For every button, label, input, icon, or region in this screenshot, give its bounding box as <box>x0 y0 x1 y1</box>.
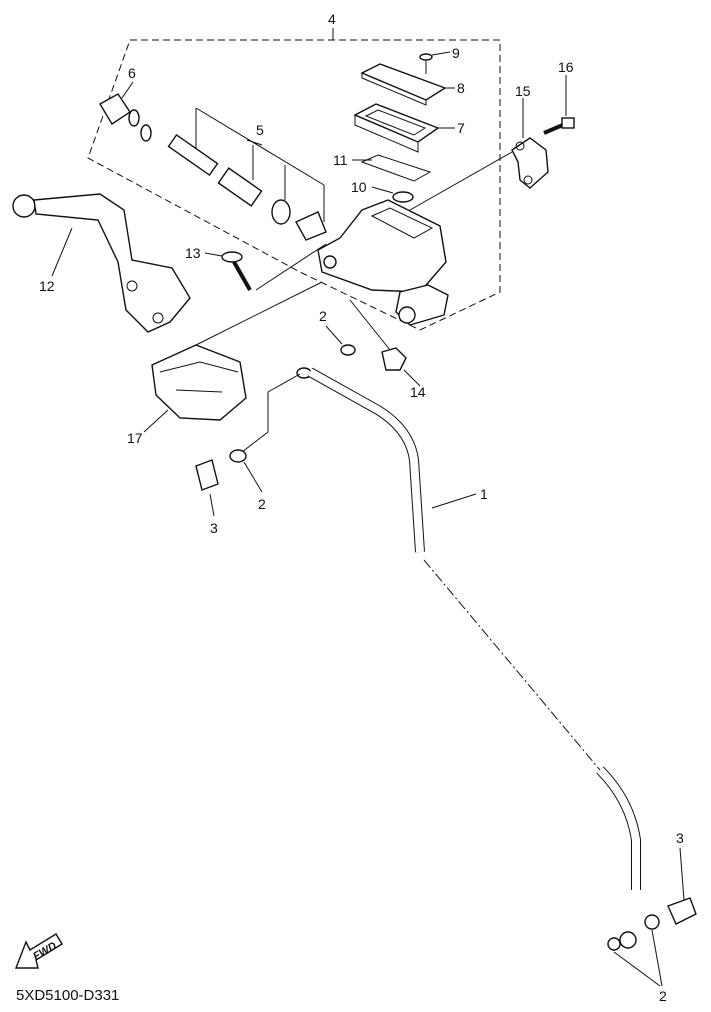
part-3-union-bolt-lower <box>667 847 697 925</box>
callout-2-middle: 2 <box>258 496 266 512</box>
part-8-cap <box>360 63 455 106</box>
callout-8: 8 <box>457 80 465 96</box>
part-6-boot <box>99 81 152 142</box>
part-7-diaphragm <box>353 103 455 153</box>
part-3-union-bolt <box>195 459 219 517</box>
part-11-plate <box>352 154 432 182</box>
callout-10: 10 <box>351 179 367 195</box>
part-15-bracket <box>409 98 549 211</box>
callout-1: 1 <box>480 486 488 502</box>
fwd-arrow-icon: FWD <box>14 933 63 969</box>
part-10-float <box>371 186 414 203</box>
part-5-piston-kit <box>167 107 327 241</box>
callout-3-left: 3 <box>210 520 218 536</box>
callout-16: 16 <box>558 59 574 75</box>
callout-2-upper: 2 <box>319 308 327 324</box>
part-17-holder <box>143 281 323 433</box>
diagram-code: 5XD5100-D331 <box>16 987 119 1004</box>
callout-12: 12 <box>39 278 55 294</box>
callout-2-lower: 2 <box>659 988 667 1004</box>
part-2-washer-upper <box>325 325 356 356</box>
callout-11: 11 <box>333 152 348 168</box>
callout-7: 7 <box>457 120 465 136</box>
part-2-washer-lower <box>229 449 263 493</box>
callout-6: 6 <box>128 65 136 81</box>
callout-3-right: 3 <box>676 830 684 846</box>
callout-5: 5 <box>256 122 264 138</box>
assembly-boundary <box>87 39 501 331</box>
callout-13: 13 <box>185 245 201 261</box>
callout-4: 4 <box>328 11 336 27</box>
callout-17: 17 <box>127 430 143 446</box>
part-1-brake-hose <box>296 367 660 951</box>
part-9-screw <box>419 51 451 74</box>
master-cylinder-body <box>317 199 449 326</box>
callout-9: 9 <box>452 45 460 61</box>
callout-15: 15 <box>515 83 531 99</box>
part-16-bolt <box>543 75 575 135</box>
part-12-lever <box>12 193 191 333</box>
part-14-nut <box>349 299 421 387</box>
callout-14: 14 <box>410 384 426 400</box>
fwd-label: FWD <box>31 940 59 963</box>
part-13-pivot-bolt <box>204 243 327 291</box>
